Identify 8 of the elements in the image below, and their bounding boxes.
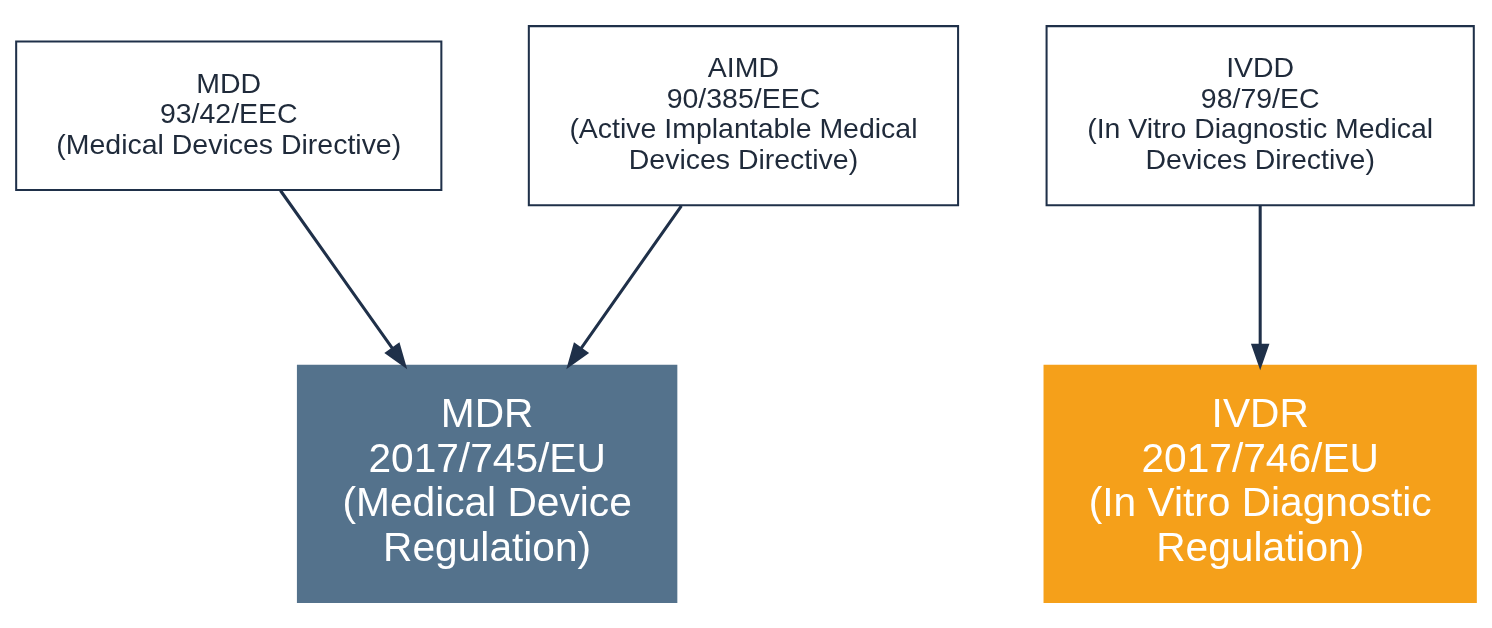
node-box: IVDR 2017/746/EU (In Vitro Diagnostic Regulation)	[1043, 364, 1477, 603]
arrow	[1250, 205, 1270, 371]
node-box: AIMD 90/385/EEC (Active Implantable Medical Devices Directive)	[527, 25, 960, 207]
arrow	[279, 189, 408, 370]
node-box: MDR 2017/745/EU (Medical Device Regulation)	[296, 364, 678, 603]
arrow	[566, 204, 683, 370]
node-box: IVDD 98/79/EC (In Vitro Diagnostic Medical Devices Directive)	[1045, 25, 1475, 207]
node-box: MDD 93/42/EEC (Medical Devices Directive)	[15, 40, 443, 191]
